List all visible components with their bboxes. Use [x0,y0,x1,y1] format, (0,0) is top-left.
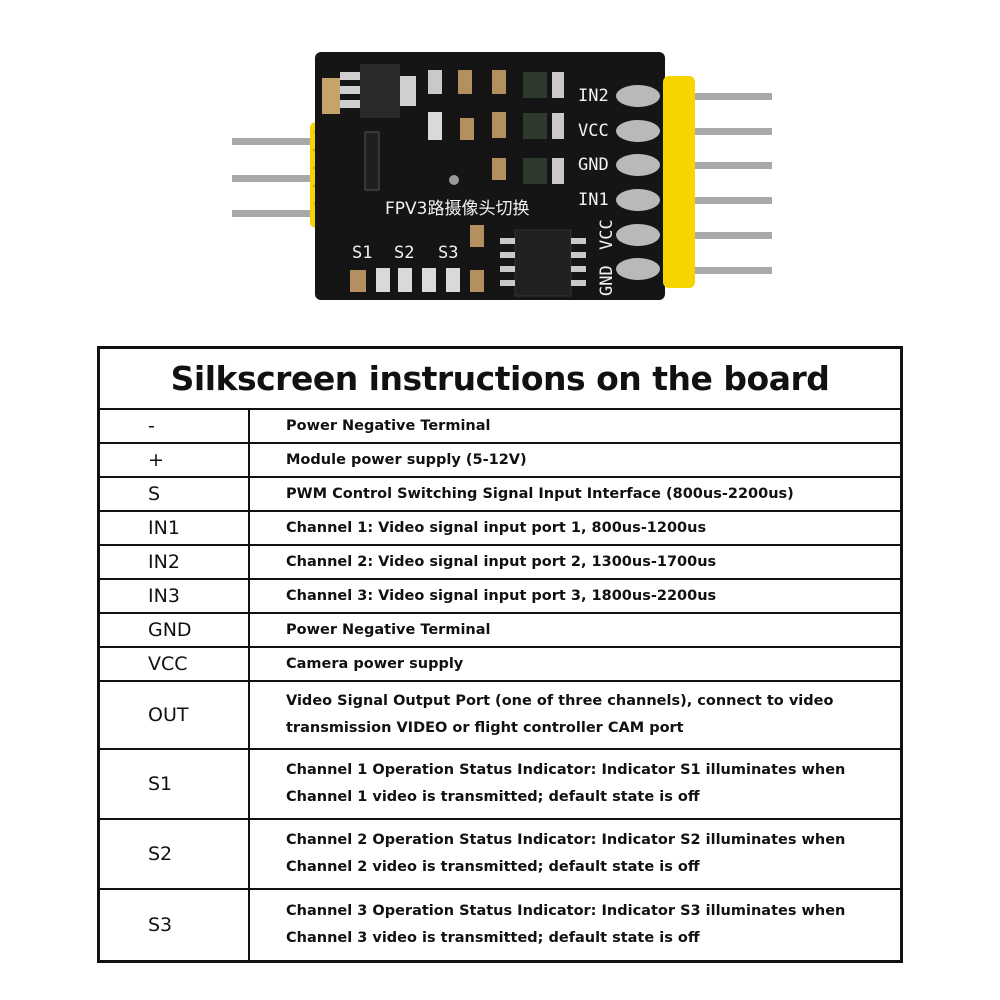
table-row: VCC Camera power supply [100,648,900,682]
table-row: S PWM Control Switching Signal Input Int… [100,478,900,512]
term-cell: - [100,410,250,442]
table-row: IN1 Channel 1: Video signal input port 1… [100,512,900,546]
term-cell: S1 [100,750,250,818]
silk-pin-label: VCC [578,121,609,141]
table-title-row: Silkscreen instructions on the board [100,349,900,410]
description-cell: Power Negative Terminal [286,417,491,434]
term-cell: IN3 [100,580,250,612]
description-cell: Channel 3: Video signal input port 3, 18… [286,587,717,604]
table-row: + Module power supply (5-12V) [100,444,900,478]
board-illustration: IN2 VCC GND IN1 VCC GND FPV3路摄像头切换 S1 S2… [232,52,772,300]
term-cell: + [100,444,250,476]
silkscreen-table: Silkscreen instructions on the board - P… [97,346,903,963]
description-cell: Camera power supply [286,655,464,672]
silk-led-label: S3 [438,243,458,263]
term-cell: IN1 [100,512,250,544]
description-cell: Channel 3 Operation Status Indicator: In… [286,903,846,946]
description-cell: Channel 1: Video signal input port 1, 80… [286,519,707,536]
table-row: IN2 Channel 2: Video signal input port 2… [100,546,900,580]
description-cell: Channel 2 Operation Status Indicator: In… [286,832,846,875]
term-cell: IN2 [100,546,250,578]
description-cell: Channel 2: Video signal input port 2, 13… [286,553,717,570]
table-row: S1 Channel 1 Operation Status Indicator:… [100,750,900,820]
term-cell: S2 [100,820,250,888]
description-cell: Video Signal Output Port (one of three c… [286,693,834,736]
description-cell: PWM Control Switching Signal Input Inter… [286,485,794,502]
silk-pin-label: IN2 [578,86,609,106]
silk-board-title: FPV3路摄像头切换 [385,199,529,219]
board-photo: IN2 VCC GND IN1 VCC GND FPV3路摄像头切换 S1 S2… [0,0,1000,340]
table-row: S2 Channel 2 Operation Status Indicator:… [100,820,900,890]
table-row: S3 Channel 3 Operation Status Indicator:… [100,890,900,960]
term-cell: S3 [100,890,250,960]
silk-pin-label: IN1 [578,190,609,210]
term-cell: GND [100,614,250,646]
table-row: OUT Video Signal Output Port (one of thr… [100,682,900,750]
silk-pin-label: GND [597,265,617,296]
table-row: GND Power Negative Terminal [100,614,900,648]
description-cell: Power Negative Terminal [286,621,491,638]
table-row: IN3 Channel 3: Video signal input port 3… [100,580,900,614]
silk-led-label: S1 [352,243,372,263]
term-cell: VCC [100,648,250,680]
silk-pin-label: VCC [597,219,617,250]
term-cell: OUT [100,682,250,748]
description-cell: Module power supply (5-12V) [286,451,527,468]
silk-led-label: S2 [394,243,414,263]
table-title: Silkscreen instructions on the board [170,359,830,398]
right-pin-header [616,76,772,288]
table-row: - Power Negative Terminal [100,410,900,444]
description-cell: Channel 1 Operation Status Indicator: In… [286,762,846,805]
term-cell: S [100,478,250,510]
silk-pin-label: GND [578,155,609,175]
